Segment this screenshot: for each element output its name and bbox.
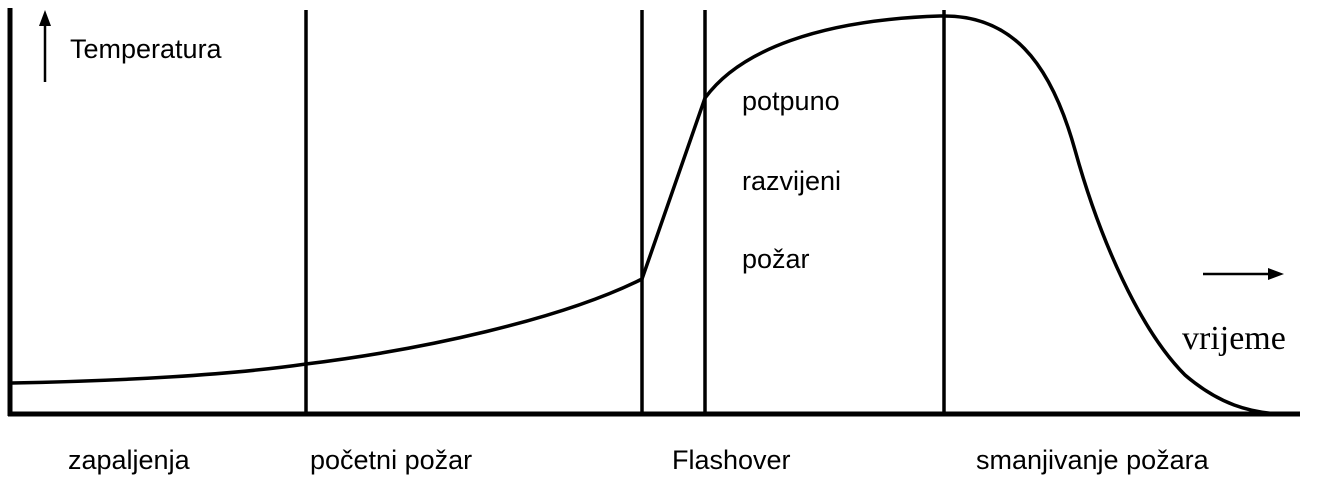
y-axis-label: Temperatura [70, 34, 223, 64]
phase-label-decay: smanjivanje požara [976, 445, 1210, 475]
phase-label-ignition: zapaljenja [68, 445, 191, 475]
temperature-arrowhead [39, 10, 51, 26]
annotation-line-1: potpuno [742, 86, 840, 116]
annotation-line-2: razvijeni [742, 166, 841, 196]
annotation-line-3: požar [742, 244, 810, 274]
temperature-curve [11, 14, 1279, 416]
phase-label-flashover: Flashover [672, 445, 791, 475]
time-arrowhead [1268, 268, 1284, 280]
x-axis-label: vrijeme [1182, 320, 1286, 357]
phase-label-growth: početni požar [310, 445, 472, 475]
